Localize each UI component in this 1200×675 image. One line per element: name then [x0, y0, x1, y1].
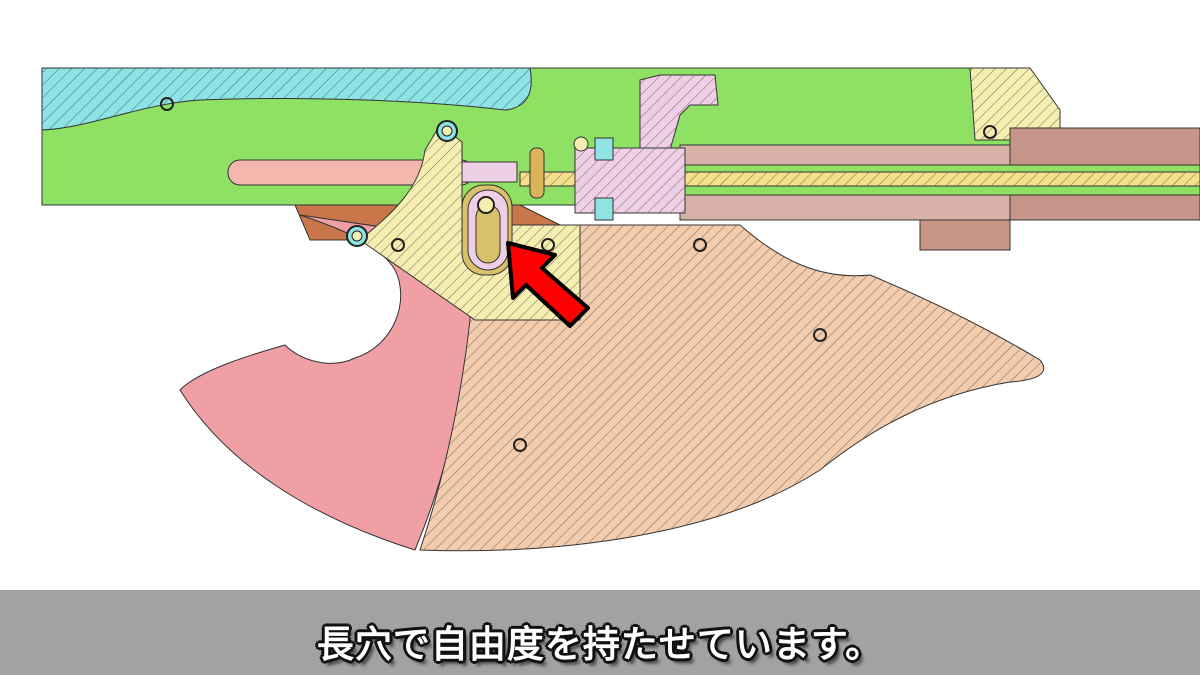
subtitle-bar: 長穴で自由度を持たせています。 [0, 590, 1200, 675]
barrel-tubes [519, 127, 1200, 221]
pink-hammer-part [179, 214, 471, 551]
cad-section-view [41, 67, 1200, 552]
rear-block [919, 67, 1061, 251]
cyan-stock-part [41, 67, 532, 131]
subtitle-text: 長穴で自由度を持たせています。 [316, 623, 884, 666]
red-arrow-icon [506, 241, 590, 328]
pink-air-fitting [529, 74, 719, 221]
pins [160, 97, 997, 452]
slotted-link [461, 161, 518, 276]
